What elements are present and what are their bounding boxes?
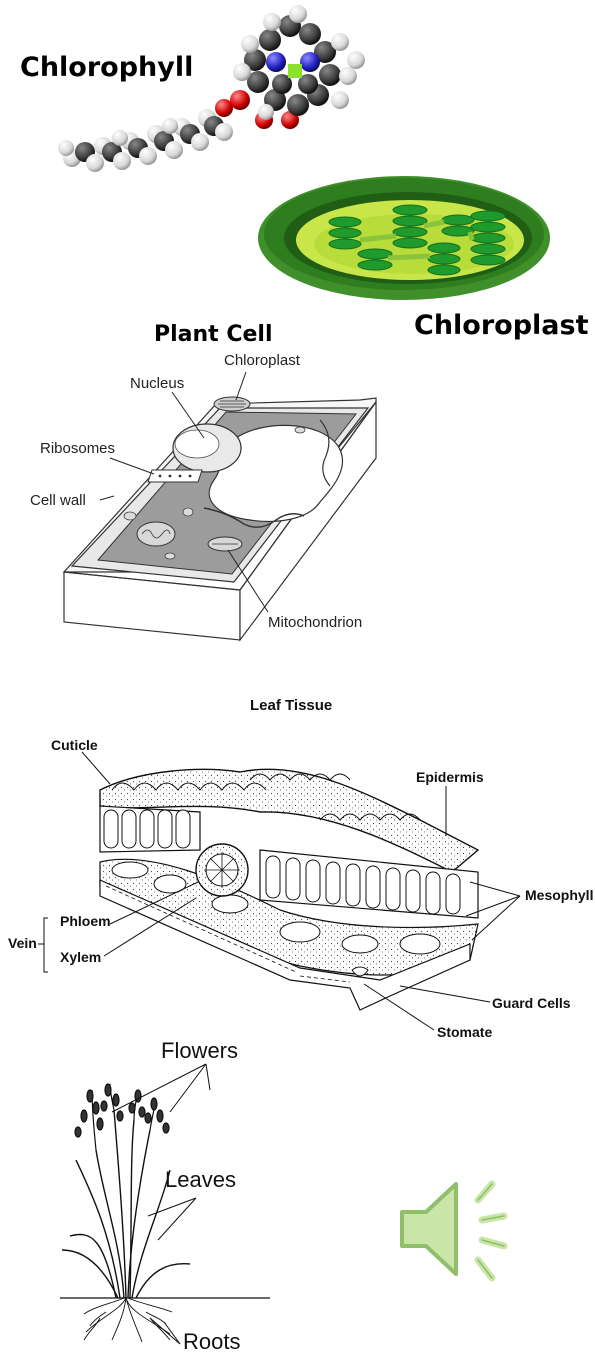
plant-label-roots: Roots xyxy=(183,1329,240,1355)
speaker-icon[interactable] xyxy=(392,1170,522,1290)
plant-label-leaves: Leaves xyxy=(165,1167,236,1193)
plant-label-flowers: Flowers xyxy=(161,1038,238,1064)
